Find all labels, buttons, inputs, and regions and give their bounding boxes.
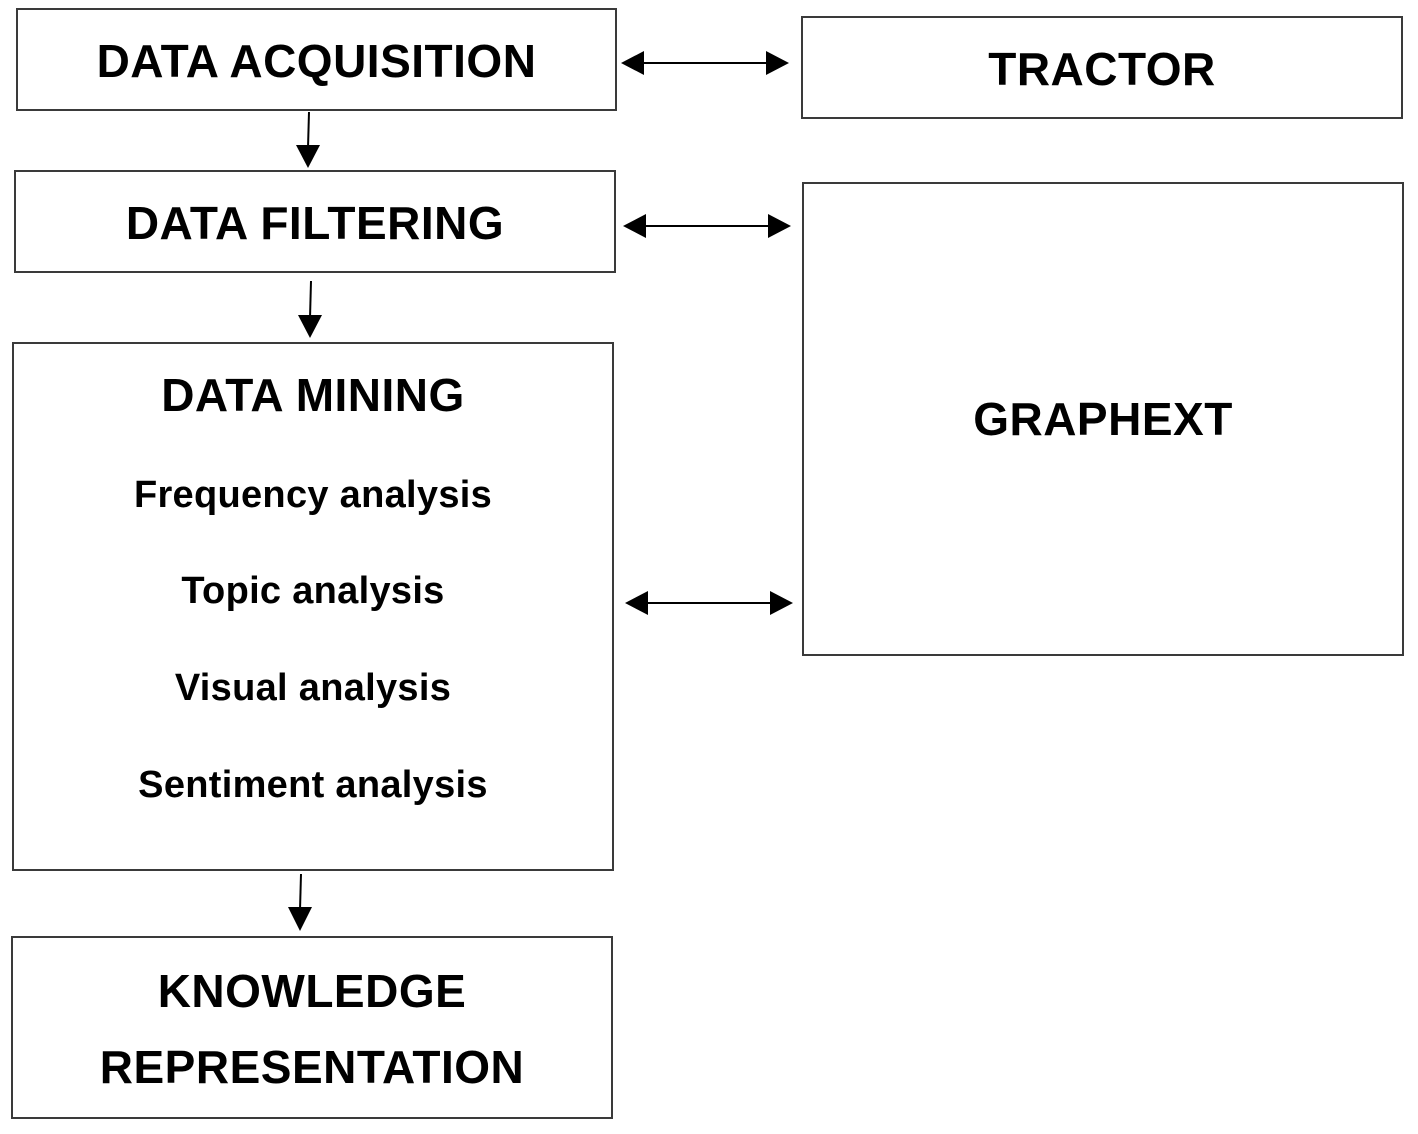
knowledge-label-line2: REPRESENTATION: [99, 1041, 525, 1093]
tractor-box: TRACTOR: [801, 16, 1403, 119]
knowledge-representation-box: KNOWLEDGE REPRESENTATION: [11, 936, 613, 1119]
arrowhead-right-1: [766, 51, 789, 75]
arrow-acquisition-to-filtering: [307, 111, 310, 149]
arrowhead-left-2: [623, 214, 646, 238]
data-mining-title: DATA MINING: [161, 369, 465, 421]
arrowhead-down-1: [296, 145, 320, 168]
data-acquisition-label: DATA ACQUISITION: [96, 35, 537, 87]
graphext-label: GRAPHEXT: [973, 393, 1233, 445]
data-acquisition-box: DATA ACQUISITION: [16, 8, 617, 111]
mining-method-sentiment: Sentiment analysis: [138, 764, 488, 806]
mining-method-visual: Visual analysis: [174, 667, 452, 709]
arrowhead-left-3: [625, 591, 648, 615]
arrowhead-down-3: [288, 907, 312, 931]
arrowhead-right-3: [770, 591, 793, 615]
tractor-label: TRACTOR: [988, 43, 1216, 95]
arrowhead-right-2: [768, 214, 791, 238]
knowledge-label-line1: KNOWLEDGE: [157, 965, 467, 1017]
data-filtering-box: DATA FILTERING: [14, 170, 616, 273]
mining-method-frequency: Frequency analysis: [133, 474, 493, 516]
arrowhead-left-1: [621, 51, 644, 75]
arrow-mining-to-knowledge: [299, 873, 302, 911]
arrowhead-down-2: [298, 315, 322, 338]
data-mining-box: DATA MINING Frequency analysis Topic ana…: [12, 342, 614, 871]
graphext-box: GRAPHEXT: [802, 182, 1404, 656]
arrow-filtering-to-mining: [309, 280, 312, 319]
mining-method-topic: Topic analysis: [181, 570, 445, 612]
data-filtering-label: DATA FILTERING: [125, 197, 505, 249]
